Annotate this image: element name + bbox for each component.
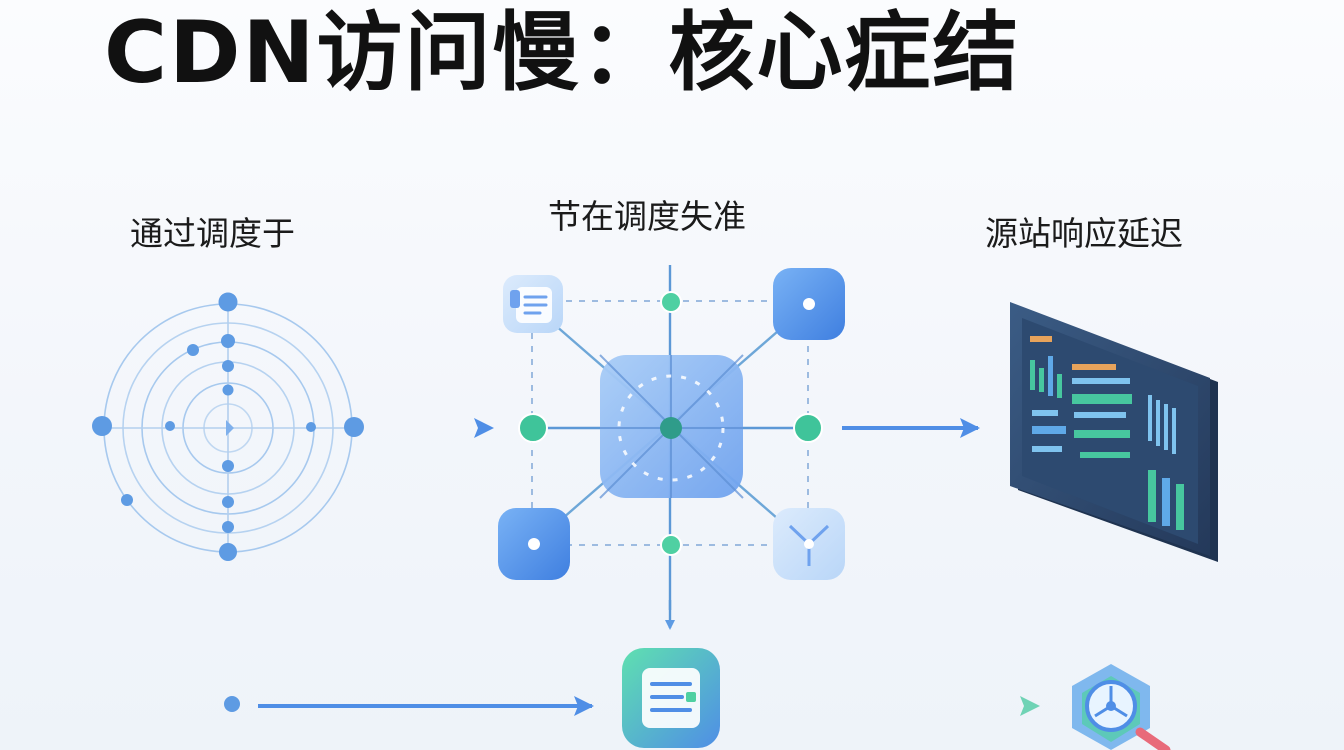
document-list-icon — [622, 648, 720, 748]
label-origin-latency: 源站响应延迟 — [985, 214, 1183, 253]
magnifier-icon — [1072, 664, 1171, 750]
radar-target-icon — [92, 292, 364, 561]
page-title: CDN访问慢：核心症结 — [104, 3, 1021, 103]
monitor-dashboard-icon — [1010, 302, 1218, 562]
start-dot — [224, 696, 240, 712]
label-scheduling: 通过调度于 — [130, 214, 295, 253]
network-hub-icon — [498, 265, 845, 610]
label-node-scheduling: 节在调度失准 — [548, 197, 746, 236]
